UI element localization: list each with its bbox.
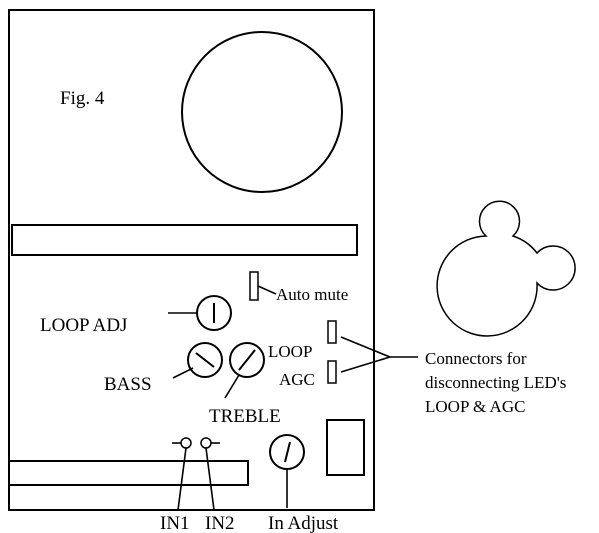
loop-label: LOOP bbox=[268, 342, 312, 361]
in1-leader bbox=[177, 447, 187, 511]
loudspeaker-circle bbox=[181, 31, 343, 193]
bass-potentiometer bbox=[187, 342, 223, 378]
bass-label: BASS bbox=[104, 374, 152, 395]
bass-pointer bbox=[195, 352, 215, 368]
connectors-note-line2: disconnecting LED's bbox=[425, 373, 566, 392]
connectors-note-line1: Connectors for bbox=[425, 349, 527, 368]
auto-mute-connector bbox=[249, 271, 259, 301]
loop-adj-label: LOOP ADJ bbox=[40, 315, 127, 336]
agc-callout-line bbox=[340, 356, 391, 373]
agc-connector bbox=[327, 360, 337, 384]
in2-pin bbox=[200, 437, 212, 449]
connectors-note-line3: LOOP & AGC bbox=[425, 397, 525, 416]
keyhole-mounting-slot bbox=[436, 200, 576, 337]
auto-mute-leader bbox=[257, 285, 277, 295]
treble-leader bbox=[224, 374, 240, 399]
enclosure-outline bbox=[8, 9, 375, 511]
lower-slot bbox=[8, 460, 249, 486]
loop-connector bbox=[327, 320, 337, 344]
auto-mute-label: Auto mute bbox=[276, 285, 348, 304]
treble-label: TREBLE bbox=[209, 406, 281, 427]
loop-adj-potentiometer bbox=[196, 295, 232, 331]
in1-label: IN1 bbox=[160, 513, 190, 533]
treble-pointer bbox=[238, 349, 256, 371]
in1-pin bbox=[180, 437, 192, 449]
bass-leader bbox=[172, 367, 194, 379]
figure-label: Fig. 4 bbox=[60, 88, 105, 109]
in-adjust-label: In Adjust bbox=[268, 513, 339, 533]
agc-label: AGC bbox=[279, 370, 315, 389]
in2-label: IN2 bbox=[205, 513, 235, 533]
loop-callout-line bbox=[340, 336, 391, 358]
in2-leader bbox=[205, 447, 215, 511]
in-adjust-pointer bbox=[284, 441, 291, 463]
upper-slot bbox=[11, 224, 358, 256]
treble-potentiometer bbox=[229, 342, 265, 378]
lower-right-box bbox=[326, 419, 365, 476]
